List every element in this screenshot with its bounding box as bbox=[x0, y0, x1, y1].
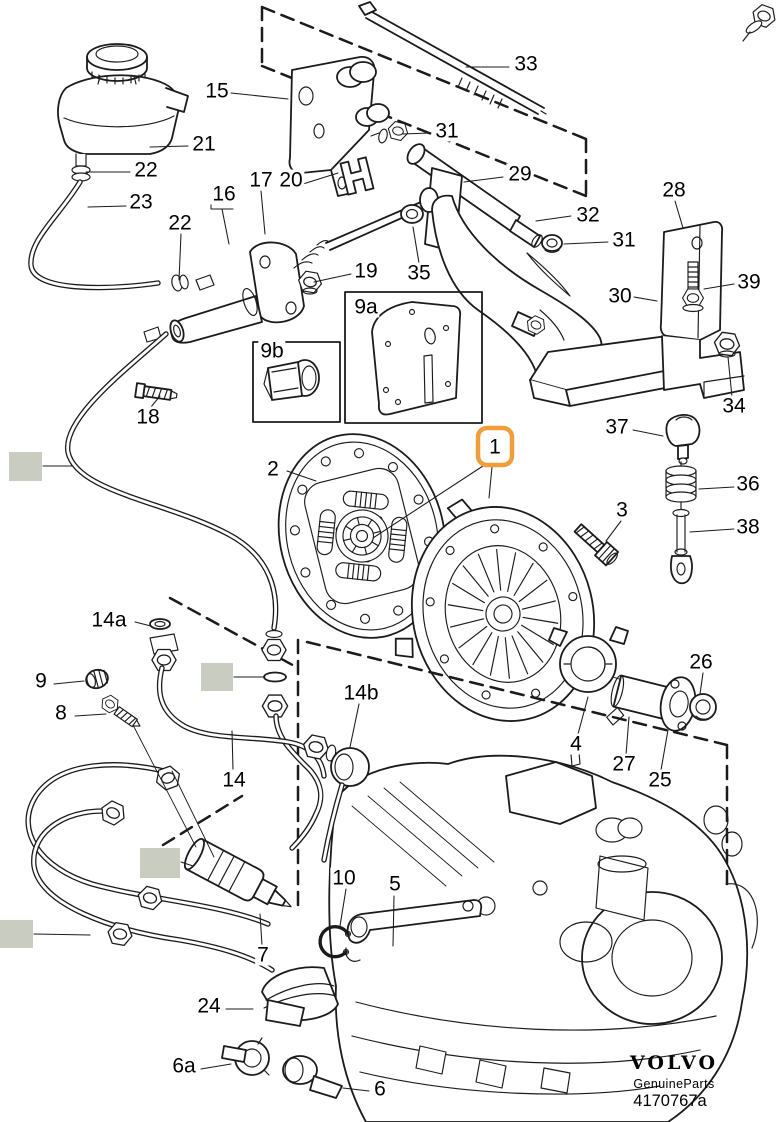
clip-6a bbox=[221, 1037, 270, 1076]
drawing-number: 4170767a bbox=[633, 1092, 707, 1110]
part-label-8: 8 bbox=[53, 701, 69, 725]
volvo-logo: VOLVO bbox=[629, 1052, 719, 1074]
part-label-5: 5 bbox=[387, 872, 403, 896]
pressure-plate bbox=[394, 498, 610, 722]
rubber-boot-24 bbox=[261, 966, 339, 1027]
spring-36 bbox=[665, 461, 697, 503]
part-label-27: 27 bbox=[610, 752, 638, 776]
pin-38 bbox=[670, 501, 693, 585]
part-label-6a: 6a bbox=[170, 1054, 198, 1078]
part-label-25: 25 bbox=[646, 768, 674, 792]
part-label-18: 18 bbox=[134, 405, 162, 429]
corner-bolt bbox=[742, 2, 779, 42]
tube-29-group bbox=[400, 143, 563, 253]
clutch-disc bbox=[277, 433, 447, 639]
part-label-37: 37 bbox=[603, 415, 631, 439]
part-label-16: 16 bbox=[210, 182, 238, 206]
slave-flange bbox=[659, 676, 697, 732]
plug-6 bbox=[282, 1055, 343, 1099]
master-cylinder bbox=[143, 185, 461, 344]
part-label-20: 20 bbox=[277, 168, 305, 192]
part-label-32: 32 bbox=[574, 203, 602, 227]
part-label-7: 7 bbox=[255, 943, 271, 967]
part-label-38: 38 bbox=[734, 515, 762, 539]
release-fork bbox=[345, 899, 483, 962]
ring-31 bbox=[541, 234, 563, 253]
part-label-1: 1 bbox=[487, 435, 503, 459]
release-bearing bbox=[548, 626, 629, 693]
bolt-3 bbox=[573, 523, 620, 567]
part-label-15: 15 bbox=[203, 79, 231, 103]
part-label-24: 24 bbox=[195, 994, 223, 1018]
seal-14a bbox=[149, 618, 171, 630]
part-label-23: 23 bbox=[127, 190, 155, 214]
part-label-4: 4 bbox=[568, 732, 584, 756]
pedal-and-bracket bbox=[419, 167, 745, 407]
redacted-label-box-3 bbox=[140, 848, 180, 878]
part-label-36: 36 bbox=[734, 472, 762, 496]
knob-37 bbox=[665, 414, 701, 465]
part-label-26: 26 bbox=[687, 650, 715, 674]
part-label-17: 17 bbox=[247, 168, 275, 192]
plug-9 bbox=[85, 668, 109, 690]
part-label-30: 30 bbox=[606, 284, 634, 308]
part-label-14b: 14b bbox=[341, 681, 381, 705]
hose-clamp bbox=[71, 165, 91, 182]
hydraulic-pipes bbox=[25, 331, 370, 973]
seal-26 bbox=[689, 693, 717, 721]
part-label-2: 2 bbox=[265, 457, 281, 481]
inset-box-9a bbox=[344, 291, 483, 424]
transmission-housing bbox=[328, 739, 758, 1122]
fluid-reservoir bbox=[28, 43, 189, 292]
part-label-28: 28 bbox=[660, 178, 688, 202]
part-label-21: 21 bbox=[190, 132, 218, 156]
part-label-31: 31 bbox=[433, 119, 461, 143]
bleed-screw-27 bbox=[606, 706, 625, 726]
redacted-label-box-4 bbox=[0, 920, 33, 948]
bolt-39 bbox=[682, 261, 704, 313]
leader-lines bbox=[53, 66, 735, 1092]
genuine-parts-text: GenuineParts bbox=[633, 1077, 715, 1091]
part-label-31-2: 31 bbox=[610, 228, 638, 252]
hose-clamp-2 bbox=[171, 274, 189, 292]
clip-20 bbox=[339, 156, 375, 196]
part-label-19: 19 bbox=[352, 259, 380, 283]
part-label-22: 22 bbox=[132, 158, 160, 182]
part-label-9a: 9a bbox=[352, 295, 380, 319]
part-label-29: 29 bbox=[506, 162, 534, 186]
part-label-3: 3 bbox=[614, 498, 630, 522]
part-label-10: 10 bbox=[330, 866, 358, 890]
part-label-33: 33 bbox=[512, 52, 540, 76]
inset-box-9b bbox=[252, 341, 341, 423]
dashed-outline-top bbox=[260, 5, 588, 198]
redacted-label-box-1 bbox=[9, 452, 42, 481]
dashed-outline-bottom bbox=[161, 596, 729, 907]
snap-ring-10 bbox=[318, 924, 352, 959]
union-7 bbox=[183, 837, 292, 908]
bolt-31 bbox=[370, 119, 411, 144]
seal-washer bbox=[263, 671, 287, 683]
pedal-bracket-15 bbox=[288, 56, 411, 197]
bolt-8 bbox=[97, 692, 141, 728]
part-label-6: 6 bbox=[372, 1077, 388, 1101]
redacted-label-boxes bbox=[0, 452, 266, 948]
washer-35 bbox=[400, 204, 424, 224]
part-label-39: 39 bbox=[735, 270, 763, 294]
part-label-34: 34 bbox=[720, 394, 748, 418]
hose-end-14b bbox=[300, 733, 370, 863]
part-label-9: 9 bbox=[33, 669, 49, 693]
redacted-label-box-2 bbox=[201, 663, 233, 691]
part-label-9b: 9b bbox=[258, 339, 286, 363]
bolt-18 bbox=[134, 382, 178, 401]
part-label-14: 14 bbox=[220, 768, 248, 792]
nut-34 bbox=[712, 330, 742, 358]
rod-33 bbox=[358, 1, 547, 115]
part-label-35: 35 bbox=[405, 261, 433, 285]
part-label-14a: 14a bbox=[89, 608, 129, 632]
part-label-22-2: 22 bbox=[166, 211, 194, 235]
